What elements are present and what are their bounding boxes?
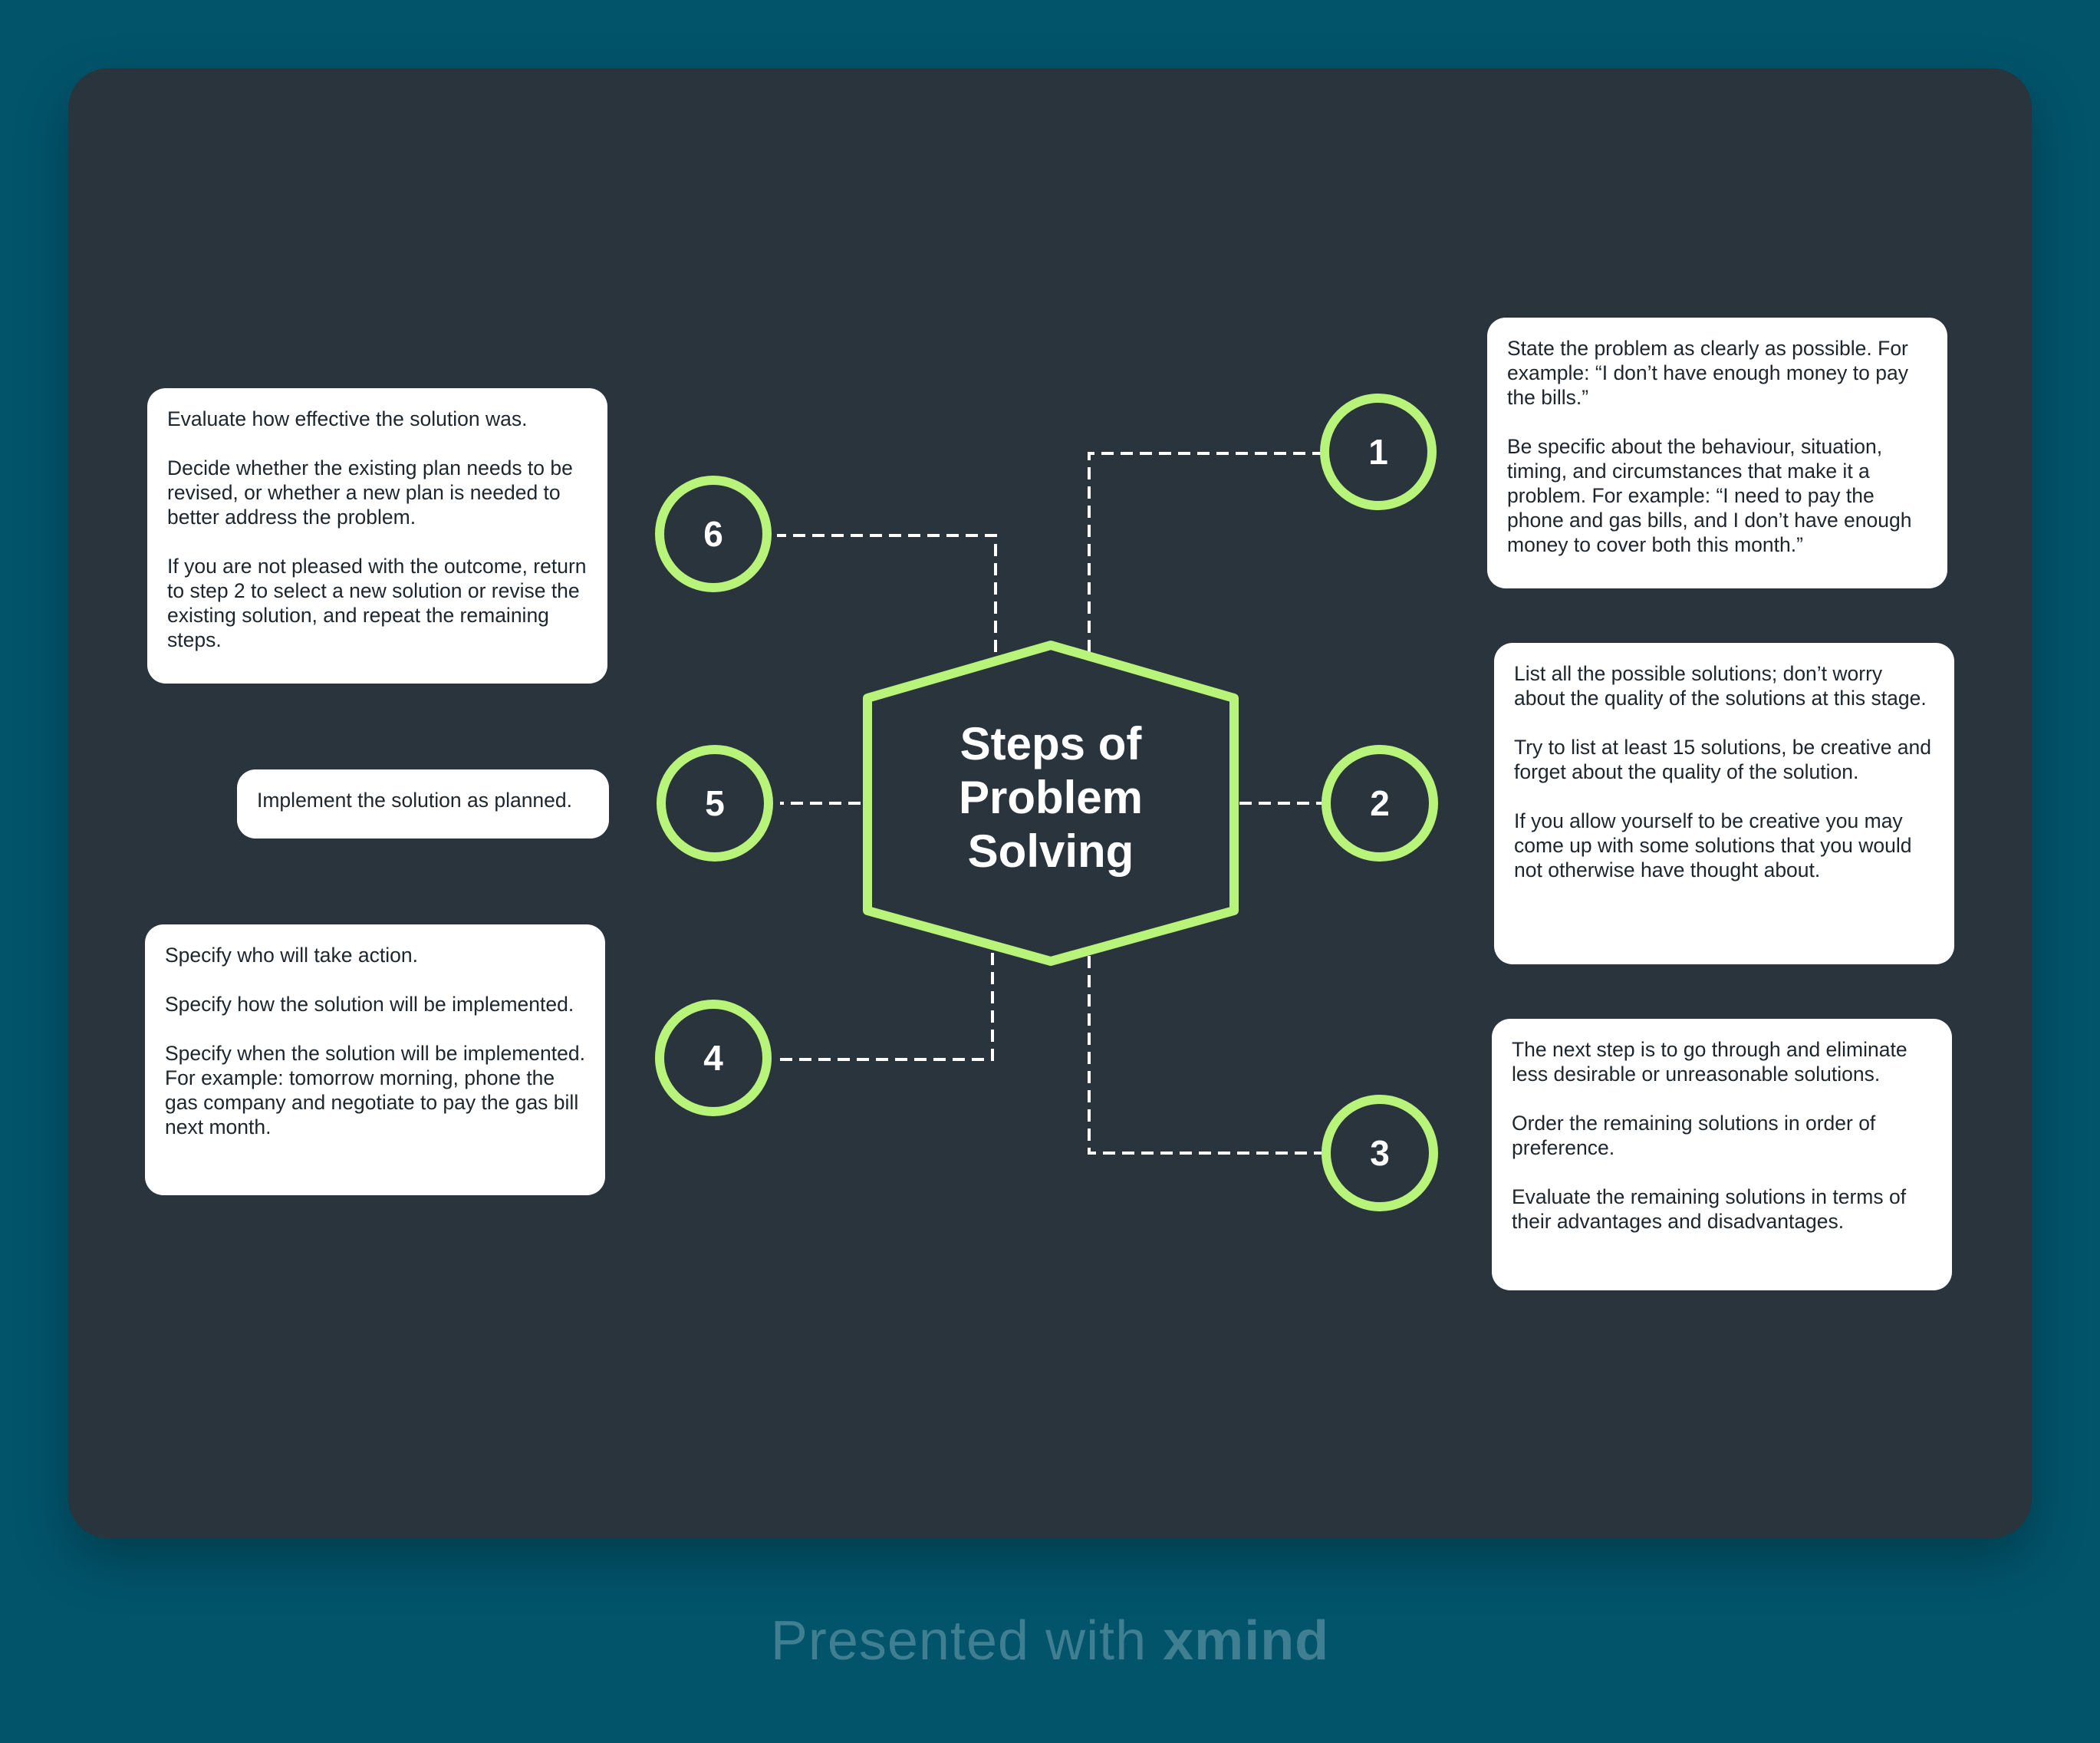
- step-1-card[interactable]: State the problem as clearly as possible…: [1487, 318, 1947, 588]
- step-number: 4: [703, 1038, 723, 1078]
- step-1-node[interactable]: 1: [1320, 394, 1437, 510]
- connector-step-4: [780, 953, 994, 1061]
- footer-prefix: Presented with: [770, 1610, 1147, 1672]
- card-paragraph: Evaluate the remaining solutions in term…: [1512, 1185, 1907, 1233]
- step-number: 3: [1370, 1133, 1390, 1173]
- step-number: 6: [703, 514, 723, 554]
- step-4-node[interactable]: 4: [655, 1000, 772, 1116]
- card-paragraph: If you allow yourself to be creative you…: [1514, 809, 1912, 881]
- step-5-card[interactable]: Implement the solution as planned.: [237, 769, 609, 839]
- step-3-card[interactable]: The next step is to go through and elimi…: [1492, 1019, 1952, 1290]
- card-paragraph: Be specific about the behaviour, situati…: [1507, 435, 1912, 556]
- step-4-card[interactable]: Specify who will take action. Specify ho…: [145, 924, 605, 1195]
- step-2-card[interactable]: List all the possible solutions; don’t w…: [1494, 643, 1954, 964]
- connector-step-6: [777, 534, 997, 652]
- card-paragraph: If you are not pleased with the outcome,…: [167, 555, 587, 651]
- central-hexagon[interactable]: [863, 641, 1239, 966]
- card-paragraph: Decide whether the existing plan needs t…: [167, 456, 573, 529]
- card-paragraph: Order the remaining solutions in order o…: [1512, 1112, 1876, 1159]
- card-paragraph: The next step is to go through and elimi…: [1512, 1038, 1907, 1086]
- step-5-node[interactable]: 5: [657, 745, 773, 862]
- card-paragraph: Specify when the solution will be implem…: [165, 1042, 585, 1138]
- central-topic-line: Solving: [967, 825, 1134, 877]
- central-topic-line: Steps of: [959, 718, 1142, 769]
- card-paragraph: Specify how the solution will be impleme…: [165, 993, 574, 1016]
- card-paragraph: Try to list at least 15 solutions, be cr…: [1514, 736, 1932, 783]
- step-6-node[interactable]: 6: [655, 476, 772, 592]
- presented-with-footer[interactable]: Presented with xmind: [0, 1610, 2100, 1672]
- step-number: 1: [1368, 432, 1388, 472]
- step-6-card[interactable]: Evaluate how effective the solution was.…: [147, 388, 607, 684]
- central-topic[interactable]: Steps of Problem Solving: [874, 717, 1227, 878]
- central-topic-line: Problem: [958, 772, 1144, 823]
- step-3-node[interactable]: 3: [1322, 1095, 1438, 1211]
- step-number: 2: [1370, 783, 1390, 823]
- xmind-logo-text: xmind: [1163, 1610, 1330, 1672]
- card-paragraph: State the problem as clearly as possible…: [1507, 337, 1908, 409]
- card-paragraph: Evaluate how effective the solution was.: [167, 407, 528, 430]
- card-paragraph: Specify who will take action.: [165, 944, 418, 967]
- card-paragraph: List all the possible solutions; don’t w…: [1514, 662, 1927, 710]
- step-number: 5: [705, 783, 725, 823]
- connector-step-3: [1088, 956, 1322, 1155]
- step-2-node[interactable]: 2: [1322, 745, 1438, 862]
- connector-step-1: [1088, 452, 1322, 652]
- card-paragraph: Implement the solution as planned.: [257, 789, 573, 812]
